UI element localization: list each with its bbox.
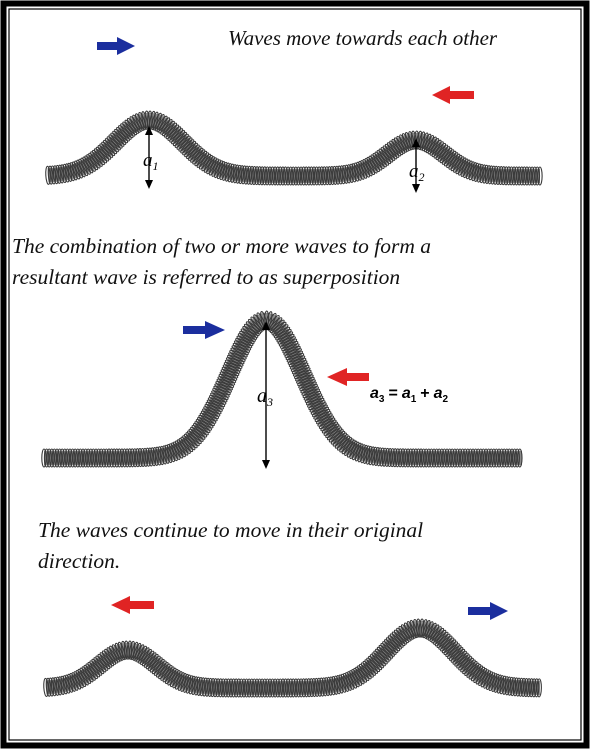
caption-line: resultant wave is referred to as superpo…	[12, 265, 401, 289]
inner-frame	[8, 8, 582, 741]
spring-approaching-pulses	[45, 110, 543, 186]
caption-waves-approach: Waves move towards each other	[228, 26, 498, 50]
outer-frame	[0, 0, 590, 749]
arrow-left-icon	[432, 86, 474, 104]
label-a3: a3	[257, 385, 273, 409]
arrow-left-icon	[111, 596, 154, 614]
arrow-right-icon	[97, 37, 135, 55]
label-a2: a2	[409, 161, 425, 184]
caption-line: The combination of two or more waves to …	[12, 234, 432, 258]
caption-line: direction.	[38, 549, 121, 573]
amplitude-a1-indicator	[145, 126, 153, 189]
spring-separating-pulses	[43, 618, 542, 698]
caption-line: The waves continue to move in their orig…	[38, 518, 424, 542]
arrow-left-icon	[327, 368, 369, 386]
caption-waves-continue: The waves continue to move in their orig…	[38, 515, 423, 577]
amplitude-a3-indicator	[262, 321, 270, 469]
arrow-right-icon	[468, 602, 508, 620]
arrow-right-icon	[183, 321, 225, 339]
caption-superposition-definition: The combination of two or more waves to …	[12, 231, 431, 293]
spring-superposed-pulse	[41, 310, 523, 468]
label-a1: a1	[143, 150, 159, 173]
amplitude-a2-indicator	[412, 138, 420, 193]
equation-a3-equals-a1-plus-a2: a3=a1+a2	[370, 385, 449, 405]
